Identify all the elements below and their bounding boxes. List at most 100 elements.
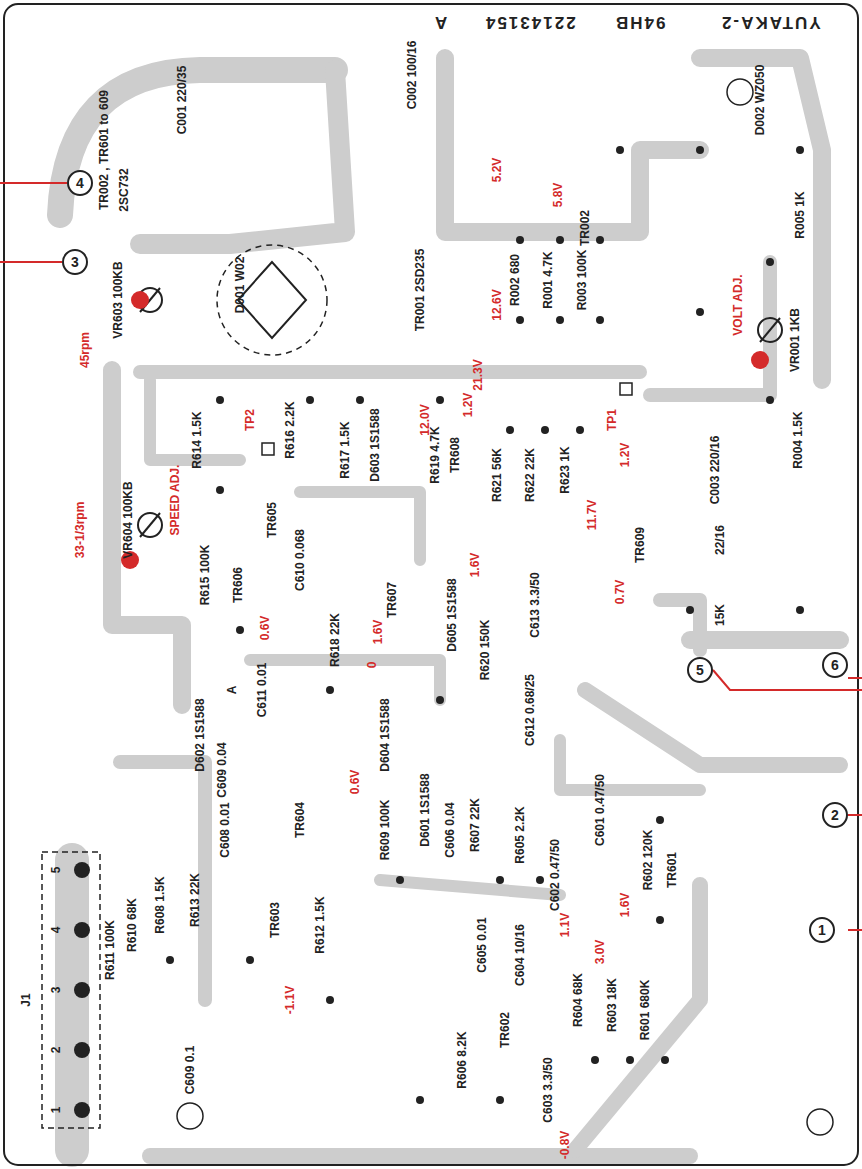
voltage-note: 1.6V bbox=[619, 893, 631, 918]
voltage-note: 1.6V bbox=[372, 620, 384, 645]
board-marking: 22143154 bbox=[484, 14, 576, 31]
part-label: VR001 1KB bbox=[789, 308, 801, 372]
terminal-circle: 4 bbox=[67, 170, 93, 196]
part-label: R622 22K bbox=[524, 448, 536, 502]
voltage-note: 0.7V bbox=[614, 580, 626, 605]
part-label: C605 0.01 bbox=[476, 917, 488, 972]
part-label: C609 0.1 bbox=[184, 1046, 196, 1095]
part-label: R618 22K bbox=[329, 613, 341, 667]
part-label: R621 56K bbox=[491, 448, 503, 502]
voltage-note: 3.0V bbox=[594, 940, 606, 965]
part-label: 15K bbox=[714, 604, 726, 626]
part-label: C603 3.3/50 bbox=[542, 1057, 554, 1122]
part-label: R607 22K bbox=[469, 798, 481, 852]
voltage-note: 0.6V bbox=[349, 770, 361, 795]
part-label: 3 bbox=[50, 987, 62, 994]
terminal-number: 4 bbox=[76, 175, 84, 191]
part-label: VR604 100KB bbox=[122, 481, 134, 558]
voltage-note: VOLT ADJ. bbox=[732, 274, 744, 335]
part-label: A bbox=[226, 686, 238, 695]
board-marking: YUTAKA-2 bbox=[720, 14, 821, 31]
voltage-note: 1.6V bbox=[469, 553, 481, 578]
part-label: R611 100K bbox=[104, 920, 116, 980]
part-label: C604 10/16 bbox=[514, 924, 526, 986]
voltage-note: 45rpm bbox=[79, 332, 91, 368]
part-label: TR606 bbox=[232, 567, 244, 603]
part-label: TR604 bbox=[294, 802, 306, 838]
part-label: J1 bbox=[20, 993, 32, 1006]
part-label: R623 1K bbox=[559, 446, 571, 493]
voltage-note: -1.1V bbox=[284, 986, 296, 1015]
part-label: C002 100/16 bbox=[406, 41, 418, 110]
part-label: TR002 bbox=[579, 210, 591, 246]
part-label: 2SC732 bbox=[118, 168, 130, 211]
part-label: R005 1K bbox=[794, 191, 806, 238]
voltage-note: 1.1V bbox=[559, 913, 571, 938]
part-label: C003 220/16 bbox=[709, 436, 721, 505]
part-label: C601 0.47/50 bbox=[594, 774, 606, 846]
part-label: C612 0.68/25 bbox=[524, 674, 536, 746]
part-label: D002 WZ050 bbox=[754, 65, 766, 136]
part-label: R601 680K bbox=[639, 980, 651, 1041]
terminal-circle: 5 bbox=[687, 657, 713, 683]
terminal-number: 6 bbox=[831, 657, 839, 673]
voltage-note: TP2 bbox=[244, 409, 256, 431]
part-label: C606 0.04 bbox=[444, 802, 456, 857]
part-label: D001 W02 bbox=[234, 257, 246, 314]
voltage-note: -0.8V bbox=[559, 1131, 571, 1160]
part-label: R605 2.2K bbox=[514, 806, 526, 863]
part-label: 4 bbox=[50, 927, 62, 934]
part-label: D602 1S1588 bbox=[194, 698, 206, 771]
voltage-note: SPEED ADJ. bbox=[169, 465, 181, 536]
voltage-note: 1.2V bbox=[462, 393, 474, 418]
voltage-note: 33-1/3rpm bbox=[74, 502, 86, 559]
part-label: TR001 2SD235 bbox=[414, 249, 426, 332]
terminal-number: 1 bbox=[818, 922, 826, 938]
part-label: TR601 bbox=[666, 852, 678, 888]
voltage-note: 11.7V bbox=[586, 500, 598, 531]
part-label: R617 1.5K bbox=[339, 421, 351, 478]
part-label: D604 1S1588 bbox=[379, 698, 391, 771]
voltage-note: TP1 bbox=[606, 409, 618, 431]
part-label: R606 8.2K bbox=[456, 1031, 468, 1088]
part-label: R603 18K bbox=[606, 978, 618, 1032]
terminal-number: 3 bbox=[71, 254, 79, 270]
part-label: TR605 bbox=[266, 502, 278, 538]
part-label: TR602 bbox=[499, 1012, 511, 1048]
voltage-note: 5.2V bbox=[491, 158, 503, 183]
part-label: 1 bbox=[50, 1107, 62, 1114]
terminal-circle: 6 bbox=[822, 652, 848, 678]
terminal-circle: 1 bbox=[809, 917, 835, 943]
part-label: R609 100K bbox=[379, 800, 391, 861]
part-label: VR603 100KB bbox=[112, 261, 124, 338]
part-label: R003 100K bbox=[576, 250, 588, 311]
part-label: R002 680 bbox=[509, 254, 521, 306]
voltage-note: 5.8V bbox=[552, 183, 564, 208]
part-label: TR608 bbox=[449, 437, 461, 473]
voltage-note: 21.3V bbox=[472, 359, 484, 390]
part-label: R619 4.7K bbox=[429, 426, 441, 483]
terminal-number: 5 bbox=[696, 662, 704, 678]
board-marking: 94HB bbox=[614, 14, 665, 31]
voltage-note: 0 bbox=[366, 662, 378, 669]
part-label: TR002 , TR601 to 609 bbox=[98, 90, 110, 210]
part-label: 2 bbox=[50, 1047, 62, 1054]
part-label: C611 0.01 bbox=[256, 663, 268, 718]
part-label: R610 68K bbox=[126, 898, 138, 952]
part-label: TR603 bbox=[269, 902, 281, 938]
terminal-number: 2 bbox=[831, 807, 839, 823]
part-label: 22/16 bbox=[714, 525, 726, 555]
part-label: R001 4.7K bbox=[542, 251, 554, 308]
part-label: D603 1S1588 bbox=[369, 408, 381, 481]
part-label: D601 1S1588 bbox=[419, 773, 431, 846]
part-label: R613 22K bbox=[189, 873, 201, 927]
part-label: R612 1.5K bbox=[314, 896, 326, 953]
part-label: TR609 bbox=[634, 527, 646, 563]
terminal-circle: 2 bbox=[822, 802, 848, 828]
part-label: C608 0.01 bbox=[219, 802, 231, 857]
part-label: R615 100K bbox=[199, 545, 211, 606]
part-label: C610 0.068 bbox=[294, 529, 306, 591]
voltage-note: 12.6V bbox=[491, 289, 503, 320]
part-label: D605 1S1588 bbox=[446, 578, 458, 651]
